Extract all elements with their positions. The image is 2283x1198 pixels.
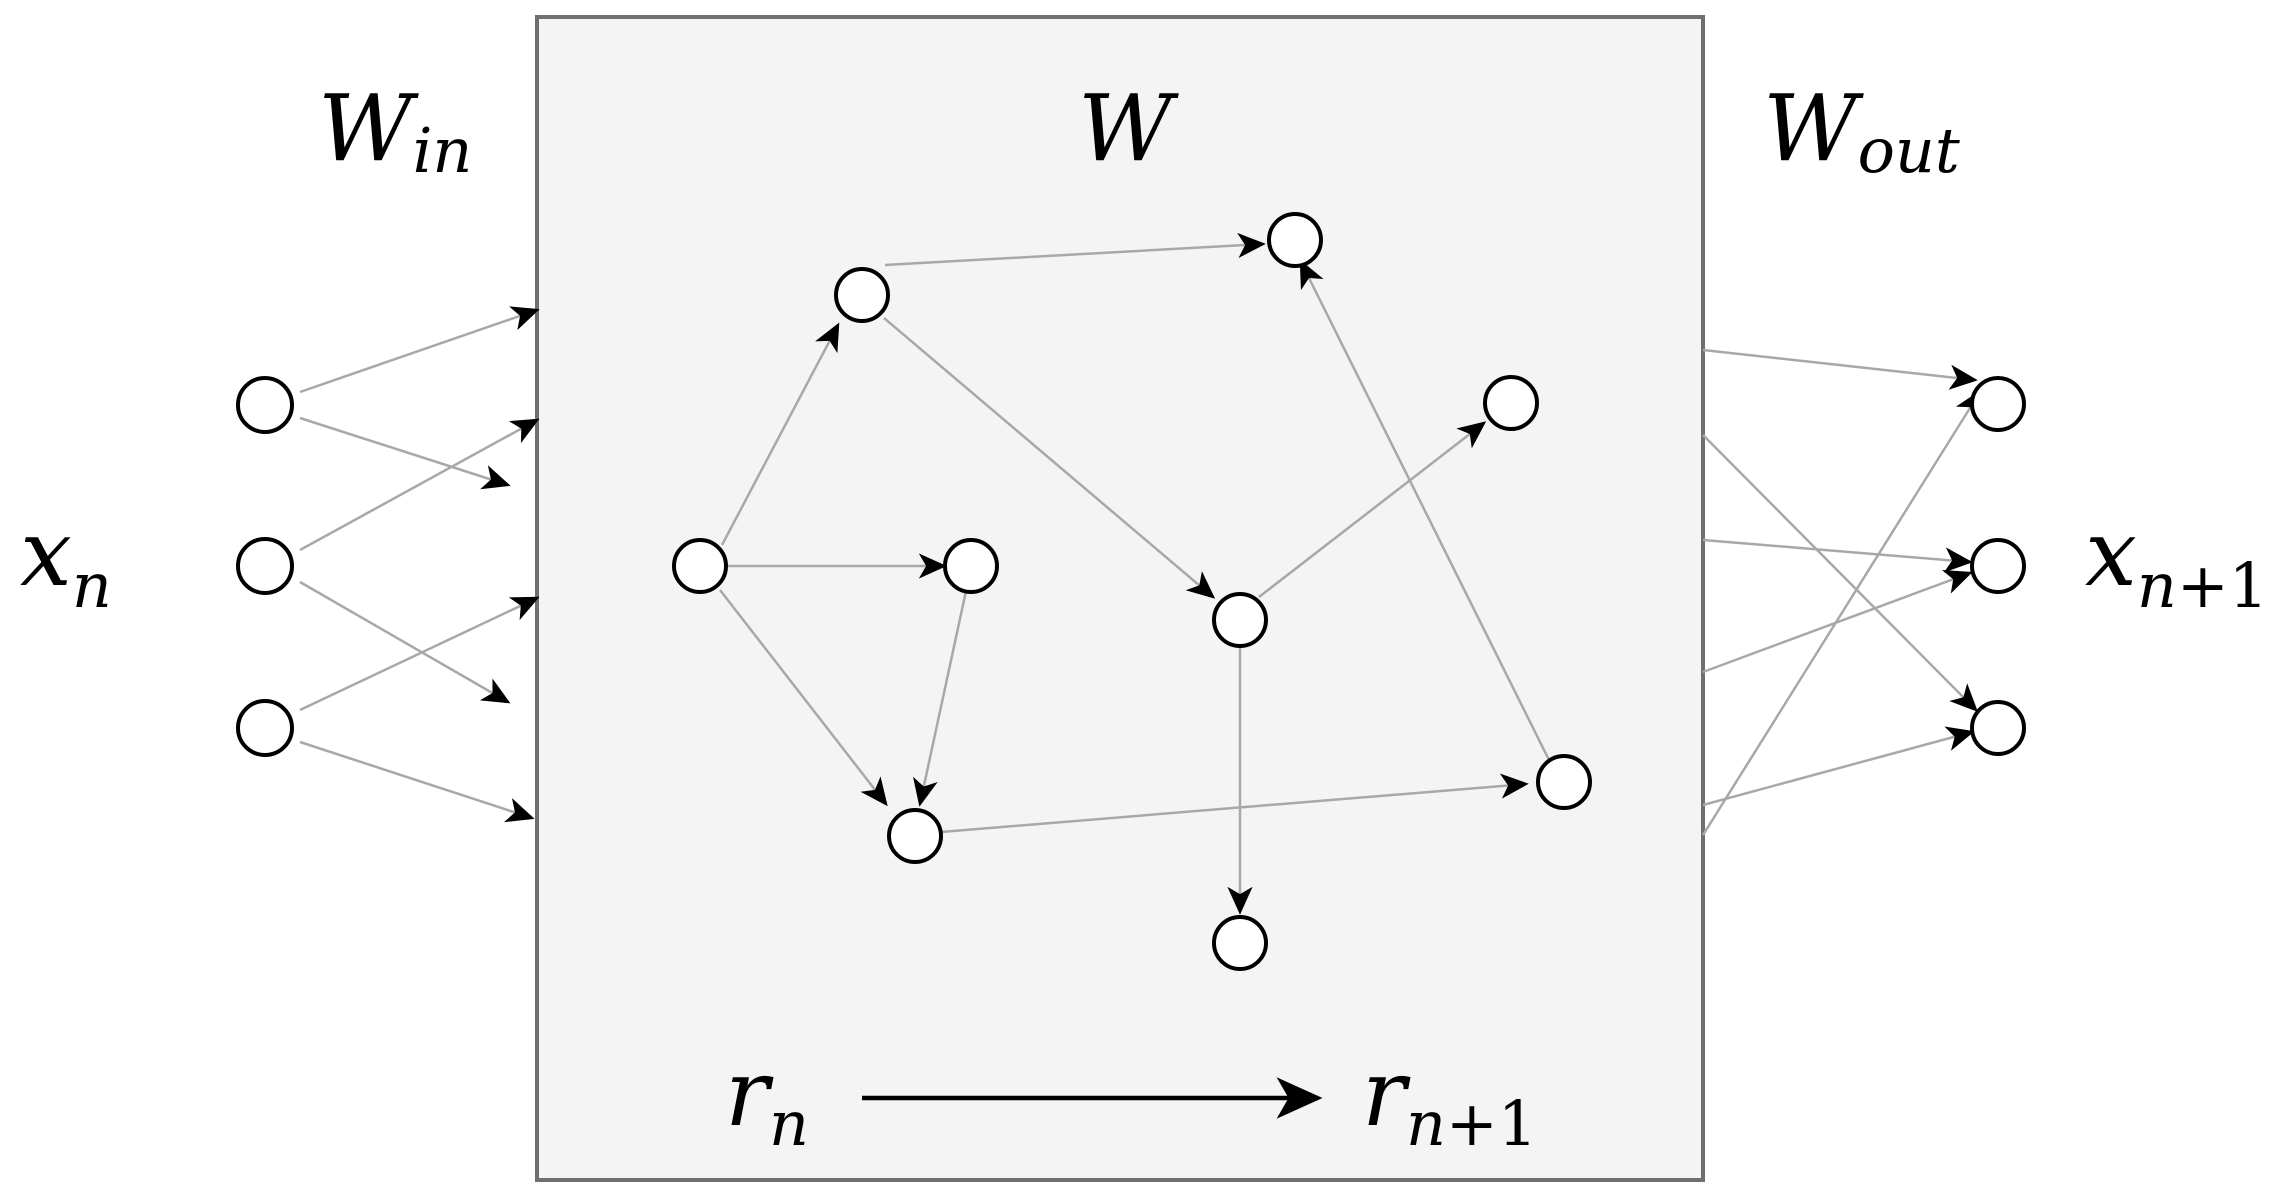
input-edge [299, 580, 511, 704]
output-edge [1702, 434, 1978, 712]
output-edges [1701, 348, 1982, 836]
label-r-n-sub: n [769, 1087, 809, 1160]
input-edge [299, 416, 511, 490]
reservoir-box [535, 15, 1705, 1182]
reservoir-node [834, 267, 890, 323]
reservoir-node [1212, 592, 1268, 648]
reservoir-edge [1258, 421, 1487, 598]
input-node [236, 376, 294, 434]
output-node [1970, 700, 2026, 756]
label-x-n1-sub-rest: +1 [2177, 549, 2268, 622]
reservoir-edge [884, 232, 1266, 267]
output-node [1970, 538, 2026, 594]
label-w-out-sub: out [1858, 114, 1960, 187]
label-w-out: Wout [1763, 75, 1960, 187]
label-r-n1-sub-rest: +1 [1446, 1087, 1537, 1160]
input-nodes [236, 376, 294, 757]
reservoir-edge [883, 317, 1216, 599]
reservoir-node [943, 538, 999, 594]
label-w-base: W [1078, 75, 1179, 182]
input-edge [299, 740, 535, 823]
reservoir-node [672, 538, 728, 594]
label-w-out-base: W [1763, 75, 1864, 182]
label-x-n: xn [20, 500, 112, 622]
label-x-n-plus-1: xn+1 [2085, 500, 2268, 622]
label-r-n: rn [725, 1040, 809, 1160]
input-node [236, 699, 294, 757]
reservoir-edge [720, 322, 840, 546]
input-node [236, 537, 294, 595]
input-edge [299, 418, 540, 552]
reservoir-edges [719, 232, 1553, 915]
reservoir-nodes [672, 212, 1592, 971]
reservoir-node [887, 808, 943, 864]
label-x-n1-base: x [2085, 500, 2137, 607]
label-r-n1-base: r [1362, 1040, 1411, 1147]
label-w-in-sub: in [413, 114, 473, 187]
reservoir-edge [913, 590, 968, 807]
label-x-n-sub: n [72, 549, 112, 622]
label-w-in: Win [318, 75, 472, 187]
output-edge [1701, 389, 1982, 836]
input-edge [299, 306, 540, 394]
reservoir-edge [719, 589, 888, 807]
label-w-in-base: W [318, 75, 419, 182]
reservoir-edge [940, 773, 1529, 834]
reservoir-node [1536, 754, 1592, 810]
reservoir-node [1483, 375, 1539, 431]
output-edge [1702, 538, 1973, 573]
output-edge [1702, 348, 1978, 390]
output-edge [1702, 726, 1975, 807]
output-nodes [1970, 376, 2026, 756]
label-r-n-base: r [725, 1040, 774, 1147]
input-edges [299, 306, 540, 823]
reservoir-node [1267, 212, 1323, 268]
label-x-n1-sub-var: n [2137, 549, 2177, 622]
label-x-n-base: x [20, 500, 72, 607]
label-r-n1-sub-var: n [1406, 1087, 1446, 1160]
label-r-n-plus-1: rn+1 [1362, 1040, 1537, 1160]
input-edge [299, 596, 540, 712]
reservoir-edge [1299, 259, 1553, 765]
reservoir-node [1212, 915, 1268, 971]
label-w: W [1078, 75, 1179, 182]
output-node [1970, 376, 2026, 432]
